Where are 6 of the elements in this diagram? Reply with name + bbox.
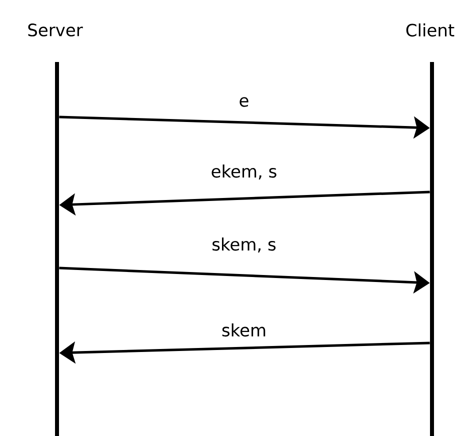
edge-label: ekem, s: [212, 164, 276, 180]
edge-label: skem: [222, 323, 266, 337]
participant-label: Server: [28, 24, 83, 36]
edge-label: e: [240, 97, 248, 107]
participant-label: Client: [406, 23, 454, 37]
edge-label: skem, s: [212, 238, 276, 252]
